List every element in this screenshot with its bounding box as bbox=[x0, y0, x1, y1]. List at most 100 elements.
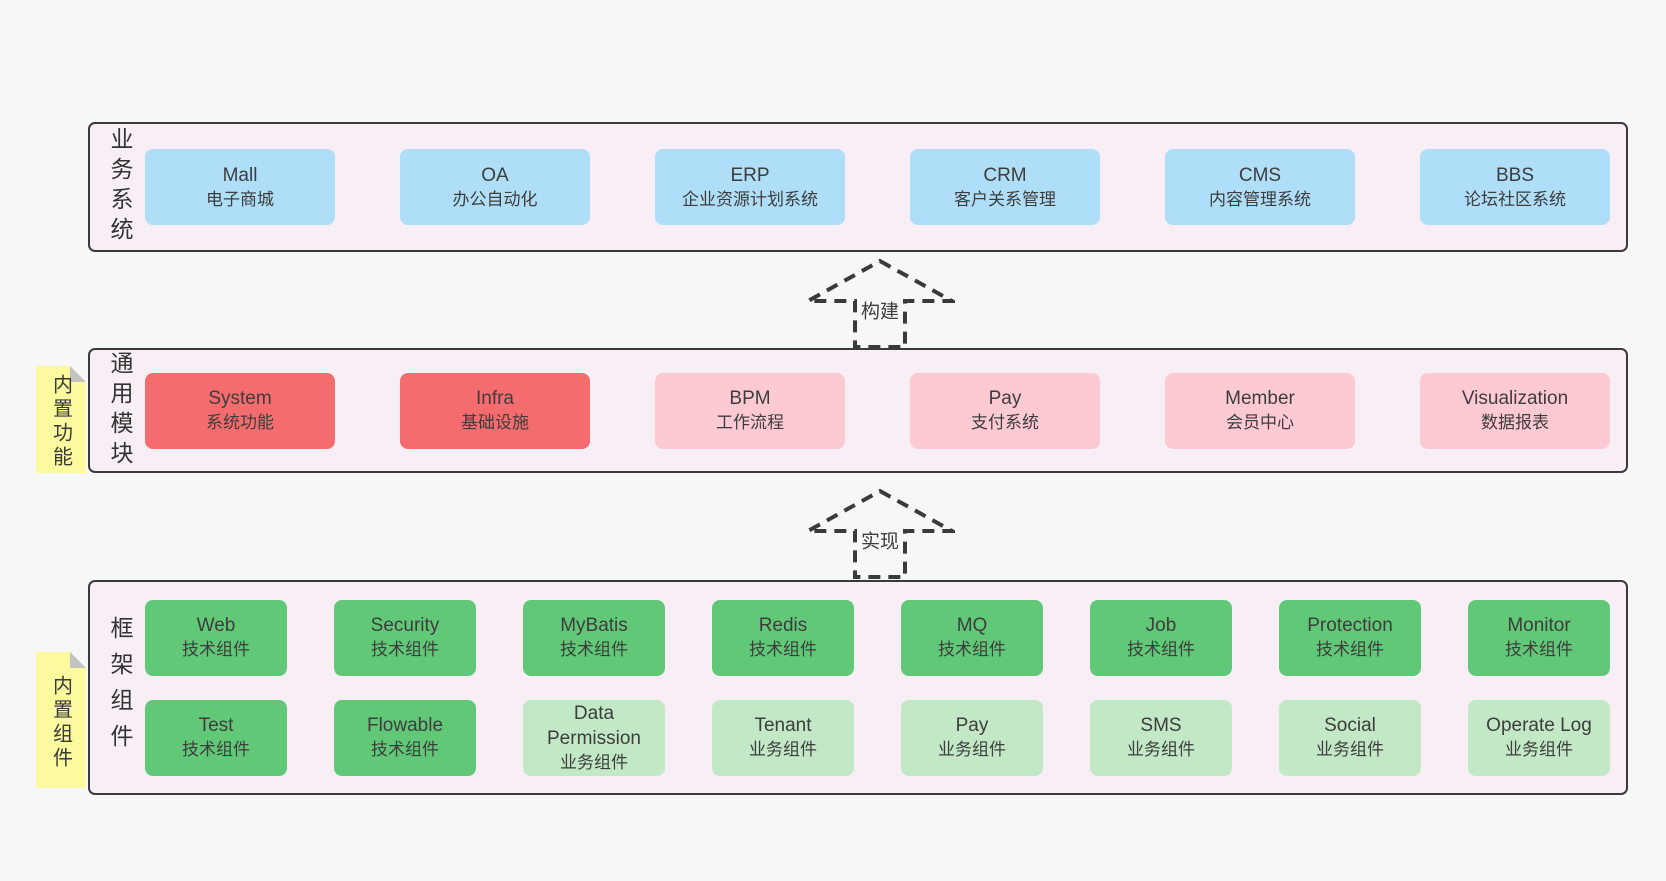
node-name: CMS bbox=[1238, 164, 1282, 186]
node-name: MyBatis bbox=[560, 615, 628, 636]
band-common-modules: 通用模块 System 系统功能 Infra 基础设施 BPM 工作流程 Pay 支付系统 Me… bbox=[88, 348, 1628, 473]
node-subtitle: 业务组件 bbox=[1505, 740, 1573, 759]
band-rows-modules: System 系统功能 Infra 基础设施 BPM 工作流程 Pay 支付系统 Member 会… bbox=[145, 350, 1610, 471]
up-arrow-icon bbox=[805, 258, 955, 349]
node-subtitle: 技术组件 bbox=[182, 740, 250, 759]
node-name: Data Permission bbox=[547, 702, 641, 749]
node-name: Job bbox=[1145, 615, 1177, 636]
sticky-note-text: 内置功能 bbox=[49, 373, 72, 470]
node-name: BBS bbox=[1495, 164, 1535, 186]
arrow-implement: 实现 bbox=[805, 488, 955, 580]
node-name: System bbox=[208, 388, 272, 409]
node-subtitle: 数据报表 bbox=[1481, 413, 1549, 432]
node-mall: Mall 电子商城 bbox=[145, 149, 335, 225]
node-name: SMS bbox=[1140, 715, 1182, 736]
node-subtitle: 技术组件 bbox=[371, 640, 439, 659]
node-subtitle: 技术组件 bbox=[938, 640, 1006, 659]
node-test: Test 技术组件 bbox=[145, 699, 287, 776]
node-subtitle: 论坛社区系统 bbox=[1464, 189, 1566, 209]
node-name: BPM bbox=[729, 388, 771, 409]
node-name: Monitor bbox=[1507, 615, 1571, 636]
node-pay: Pay 业务组件 bbox=[901, 699, 1043, 776]
node-bbs: BBS 论坛社区系统 bbox=[1420, 149, 1610, 225]
node-subtitle: 系统功能 bbox=[206, 413, 274, 432]
node-security: Security 技术组件 bbox=[334, 599, 476, 676]
band-label-business-systems: 业务系统 bbox=[107, 127, 133, 247]
node-pay: Pay 支付系统 bbox=[910, 372, 1100, 449]
node-infra: Infra 基础设施 bbox=[400, 372, 590, 449]
node-name: Pay bbox=[955, 715, 989, 736]
node-name: MQ bbox=[956, 615, 988, 636]
node-name: Social bbox=[1324, 715, 1376, 736]
node-tenant: Tenant 业务组件 bbox=[712, 699, 854, 776]
up-arrow-icon bbox=[805, 488, 955, 579]
sticky-note-built-in-features: 内置功能 bbox=[36, 366, 86, 473]
folded-corner-icon bbox=[70, 652, 86, 668]
node-subtitle: 业务组件 bbox=[938, 740, 1006, 759]
band-label-common-modules: 通用模块 bbox=[107, 350, 133, 471]
node-protection: Protection 技术组件 bbox=[1279, 599, 1421, 676]
node-subtitle: 企业资源计划系统 bbox=[682, 189, 818, 209]
node-subtitle: 技术组件 bbox=[749, 640, 817, 659]
node-name: Operate Log bbox=[1486, 715, 1592, 736]
node-subtitle: 会员中心 bbox=[1226, 413, 1294, 432]
node-subtitle: 办公自动化 bbox=[452, 189, 538, 209]
node-name: OA bbox=[481, 164, 509, 186]
node-name: ERP bbox=[730, 164, 770, 186]
node-subtitle: 业务组件 bbox=[1316, 740, 1384, 759]
node-oa: OA 办公自动化 bbox=[400, 149, 590, 225]
node-subtitle: 业务组件 bbox=[560, 752, 628, 772]
node-name: Tenant bbox=[754, 715, 812, 736]
band-business-systems: 业务系统 Mall 电子商城 OA 办公自动化 ERP 企业资源计划系统 CRM 客户关系管理… bbox=[88, 122, 1628, 252]
node-subtitle: 客户关系管理 bbox=[954, 189, 1056, 209]
node-web: Web 技术组件 bbox=[145, 599, 287, 676]
node-member: Member 会员中心 bbox=[1165, 372, 1355, 449]
node-visualization: Visualization 数据报表 bbox=[1420, 372, 1610, 449]
node-system: System 系统功能 bbox=[145, 372, 335, 449]
node-name: Protection bbox=[1307, 615, 1393, 636]
node-monitor: Monitor 技术组件 bbox=[1468, 599, 1610, 676]
node-erp: ERP 企业资源计划系统 bbox=[655, 149, 845, 225]
node-name: CRM bbox=[983, 164, 1027, 186]
node-name: Test bbox=[198, 715, 234, 736]
node-bpm: BPM 工作流程 bbox=[655, 372, 845, 449]
node-name: Member bbox=[1225, 388, 1295, 409]
node-crm: CRM 客户关系管理 bbox=[910, 149, 1100, 225]
node-redis: Redis 技术组件 bbox=[712, 599, 854, 676]
sticky-note-text: 内置组件 bbox=[49, 674, 72, 771]
node-social: Social 业务组件 bbox=[1279, 699, 1421, 776]
node-subtitle: 技术组件 bbox=[1316, 640, 1384, 659]
node-subtitle: 技术组件 bbox=[371, 740, 439, 759]
node-data-permission: Data Permission 业务组件 bbox=[523, 699, 665, 776]
node-subtitle: 技术组件 bbox=[182, 640, 250, 659]
node-subtitle: 基础设施 bbox=[461, 413, 529, 432]
node-name: Mall bbox=[222, 164, 258, 186]
node-name: Security bbox=[370, 615, 440, 636]
node-name: Visualization bbox=[1461, 388, 1569, 409]
node-mybatis: MyBatis 技术组件 bbox=[523, 599, 665, 676]
node-name: Web bbox=[196, 615, 236, 636]
node-row: System 系统功能 Infra 基础设施 BPM 工作流程 Pay 支付系统 Member 会… bbox=[145, 372, 1610, 449]
node-name: Infra bbox=[475, 388, 515, 409]
node-subtitle: 业务组件 bbox=[749, 740, 817, 759]
node-name: Redis bbox=[758, 615, 808, 636]
arrow-build: 构建 bbox=[805, 258, 955, 350]
node-subtitle: 技术组件 bbox=[560, 640, 628, 659]
arrow-build-label: 构建 bbox=[857, 295, 903, 325]
node-name: Pay bbox=[988, 388, 1022, 409]
sticky-note-built-in-components: 内置组件 bbox=[36, 652, 86, 788]
node-subtitle: 技术组件 bbox=[1505, 640, 1573, 659]
node-subtitle: 支付系统 bbox=[971, 413, 1039, 432]
node-name: Flowable bbox=[366, 715, 444, 736]
node-subtitle: 电子商城 bbox=[206, 189, 274, 209]
node-subtitle: 工作流程 bbox=[716, 413, 784, 432]
arrow-implement-label: 实现 bbox=[857, 525, 903, 555]
